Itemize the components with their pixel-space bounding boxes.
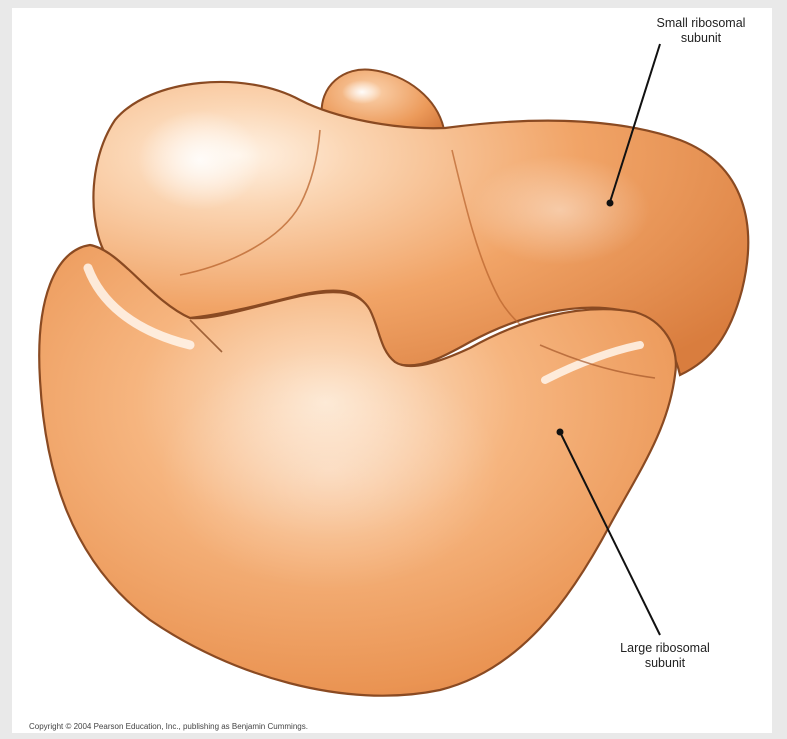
- small-subunit-label: Small ribosomal subunit: [626, 16, 776, 46]
- large-subunit-label: Large ribosomal subunit: [590, 641, 740, 671]
- large-ribosomal-subunit: [39, 245, 676, 696]
- copyright-notice: Copyright © 2004 Pearson Education, Inc.…: [29, 722, 308, 731]
